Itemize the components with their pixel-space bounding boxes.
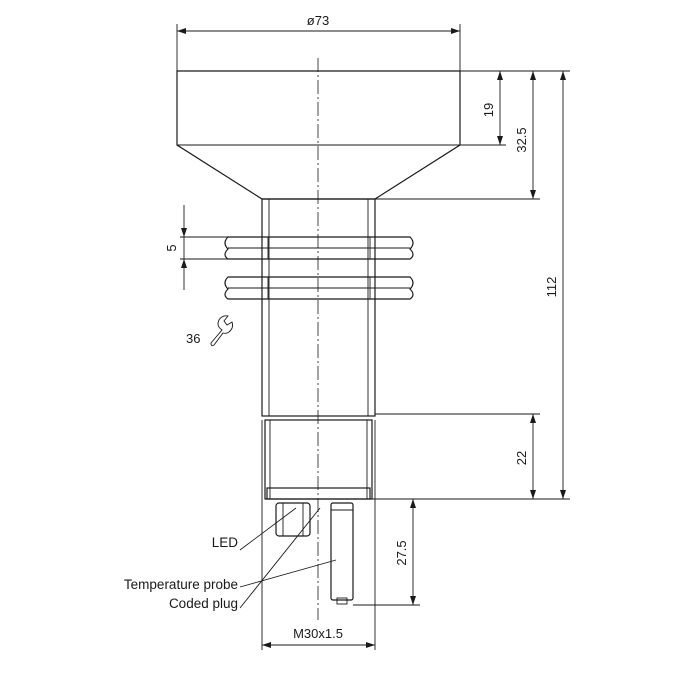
- head-cylinder: [176, 70, 461, 200]
- dim-overall-length: 112: [544, 71, 566, 499]
- dim-head-height: 19: [481, 71, 503, 145]
- callout-temperature-probe: Temperature probe: [124, 559, 337, 592]
- dim-thread: M30x1.5: [261, 420, 376, 650]
- dim-head-diameter-label: ø73: [307, 13, 329, 28]
- dim-head-total-height-label: 32.5: [514, 127, 529, 152]
- coded-plug: [275, 502, 311, 537]
- mounting-nut-upper: [224, 236, 414, 260]
- callout-led: LED: [212, 507, 297, 551]
- dim-head-diameter: ø73: [176, 13, 461, 71]
- dim-nut-thickness-label: 5: [164, 244, 179, 251]
- callout-coded-plug: Coded plug: [169, 507, 321, 611]
- dim-head-total-height: 32.5: [514, 71, 536, 199]
- dim-thread-label: M30x1.5: [293, 626, 343, 641]
- dim-head-height-label: 19: [481, 103, 496, 117]
- callout-led-label: LED: [212, 535, 239, 550]
- wrench-size-label: 36: [186, 331, 200, 346]
- callout-temperature-probe-label: Temperature probe: [124, 577, 238, 592]
- temperature-probe: [330, 502, 354, 605]
- lower-housing: [264, 419, 373, 500]
- led-ring: [266, 487, 371, 500]
- mounting-nut-lower: [224, 276, 414, 300]
- wrench-icon: [210, 315, 234, 347]
- wrench-size: 36: [186, 315, 234, 347]
- dim-nut-thickness: 5: [164, 205, 228, 290]
- dim-lower-length: 22: [514, 414, 536, 499]
- threaded-barrel: [261, 198, 376, 417]
- dim-probe-length-label: 27.5: [394, 540, 409, 565]
- dim-probe-length: 27.5: [353, 499, 420, 606]
- sensor-head: [176, 70, 461, 200]
- callout-coded-plug-label: Coded plug: [169, 596, 238, 611]
- dim-overall-length-label: 112: [544, 277, 559, 298]
- dim-lower-length-label: 22: [514, 451, 529, 465]
